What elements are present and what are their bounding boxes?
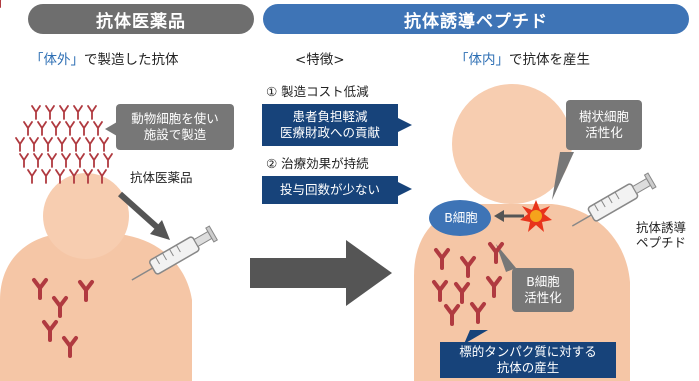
right-header: 抗体誘導ペプチド bbox=[263, 4, 689, 34]
antibody-icon bbox=[79, 121, 89, 136]
syringe-icon-left bbox=[131, 225, 218, 281]
left-header: 抗体医薬品 bbox=[28, 4, 254, 34]
left-callout-tail bbox=[105, 122, 117, 136]
antibody-icon bbox=[55, 169, 65, 184]
antibody-icon bbox=[45, 105, 55, 120]
dendritic-callout: 樹状細胞 活性化 bbox=[566, 100, 642, 150]
feature-1-box-tail bbox=[398, 118, 412, 132]
b-cell bbox=[429, 200, 491, 236]
antibody-icon bbox=[37, 121, 47, 136]
peptide-label: 抗体誘導 ペプチド bbox=[636, 220, 687, 250]
left-subtitle: 「体外」で製造した抗体 bbox=[30, 52, 179, 68]
antibody-icon bbox=[89, 153, 99, 168]
antibody-icon bbox=[31, 105, 41, 120]
arrow-to-syringe bbox=[117, 191, 170, 240]
antibody-icon bbox=[61, 153, 71, 168]
antibody-icon bbox=[29, 137, 39, 152]
antibody-icon bbox=[99, 137, 109, 152]
syringe-icon-right bbox=[571, 172, 657, 227]
activation-arrow bbox=[494, 210, 524, 222]
antibody-icon bbox=[33, 153, 43, 168]
antibody-icon bbox=[93, 121, 103, 136]
features-title: <特徴> bbox=[295, 52, 345, 68]
antibody-icon bbox=[69, 169, 79, 184]
dendritic-callout-tail bbox=[552, 152, 574, 200]
right-subtitle: 「体内」で抗体を産生 bbox=[455, 52, 590, 68]
antibody-icon bbox=[43, 137, 53, 152]
feature-2: ② 治療効果が持続 bbox=[266, 156, 369, 171]
antibody-icon bbox=[71, 137, 81, 152]
antibody-icon bbox=[57, 137, 67, 152]
antibody-icon bbox=[27, 169, 37, 184]
antibody-icon bbox=[47, 153, 57, 168]
left-callout: 動物細胞を使い 施設で製造 bbox=[116, 104, 234, 150]
antibody-icon bbox=[75, 153, 85, 168]
antibody-icon bbox=[103, 153, 113, 168]
bcell-callout-tail bbox=[496, 244, 516, 272]
antibody-icon bbox=[59, 105, 69, 120]
b-cell-label: B細胞 bbox=[444, 210, 478, 225]
antibody-icon bbox=[15, 137, 25, 152]
main-arrow bbox=[250, 240, 392, 306]
antibody-icon bbox=[97, 169, 107, 184]
antibodies-in-body-right bbox=[432, 242, 504, 326]
feature-1: ① 製造コスト低減 bbox=[266, 84, 369, 99]
bcell-activation-callout: B細胞 活性化 bbox=[512, 268, 574, 312]
antibody-icon bbox=[51, 121, 61, 136]
drug-label: 抗体医薬品 bbox=[130, 170, 193, 185]
antibody-icon bbox=[73, 105, 83, 120]
feature-1-box: 患者負担軽減 医療財政への貢献 bbox=[262, 104, 398, 146]
antibody-icon bbox=[41, 169, 51, 184]
antibody-production-box: 標的タンパク質に対する 抗体の産生 bbox=[440, 342, 616, 378]
antibody-icon bbox=[19, 153, 29, 168]
dendritic-cell-icon bbox=[520, 200, 552, 232]
feature-2-box: 投与回数が少ない bbox=[262, 176, 398, 204]
antibody-box-tail bbox=[464, 330, 488, 344]
antibody-icon bbox=[23, 121, 33, 136]
feature-2-box-tail bbox=[398, 182, 412, 196]
antibody-icon bbox=[85, 137, 95, 152]
antibody-icon bbox=[87, 105, 97, 120]
antibody-icon bbox=[83, 169, 93, 184]
antibodies-in-body-left bbox=[32, 278, 94, 358]
left-person bbox=[0, 173, 192, 381]
antibody-icon bbox=[65, 121, 75, 136]
